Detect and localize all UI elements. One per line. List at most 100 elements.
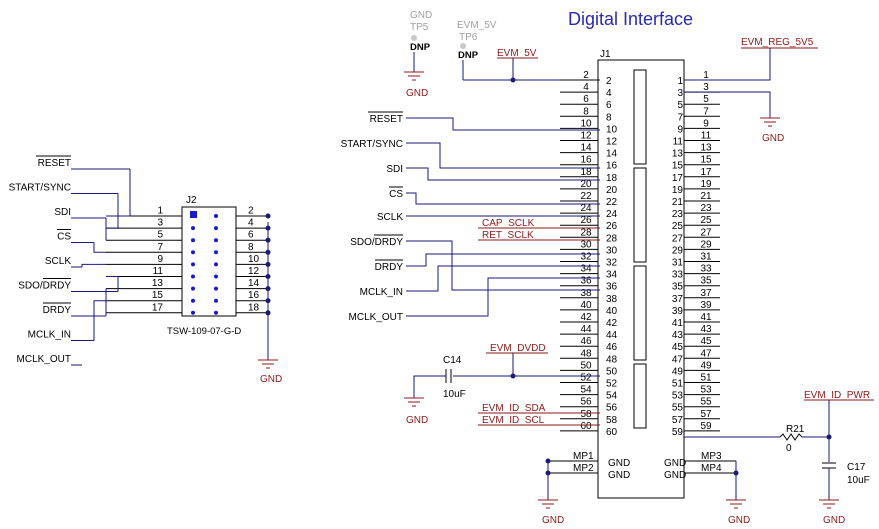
j1-pin-inner-14: 14: [606, 149, 618, 160]
evm-id-pwr-net: EVM_ID_PWR R21 0 C17 10uF: [684, 390, 874, 500]
j2-pad-17: [191, 310, 195, 315]
j1-pin-inner-31: 31: [672, 258, 684, 269]
j2-pad-12: [214, 274, 218, 279]
j1-pin-inner-9: 9: [677, 124, 683, 135]
j1-pin-inner-60: 60: [606, 427, 618, 438]
j1-pin-outer-24: 24: [580, 203, 592, 214]
j1-pin-outer-35: 35: [700, 276, 712, 287]
j1-pin-outer-36: 36: [580, 276, 592, 287]
j2-signal-drdy: DRDY: [43, 305, 72, 316]
j1-pin-inner-28: 28: [606, 233, 618, 244]
j1-pin-outer-12: 12: [580, 131, 592, 142]
j1-pin-inner-6: 6: [606, 100, 612, 111]
j1-signal-mclk-in: MCLK_IN: [360, 287, 403, 298]
j1-pin-inner-30: 30: [606, 245, 618, 256]
j2-signal-mclk-in: MCLK_IN: [28, 330, 71, 341]
j1-signal-drdy: DRDY: [375, 262, 404, 273]
j1-odd-pins: 1133557799111113131515171719192121232325…: [672, 70, 720, 438]
j1-pin-outer-44: 44: [580, 324, 592, 335]
gnd-j2-label: GND: [260, 374, 282, 385]
j1-pin-outer-17: 17: [700, 167, 712, 178]
j1-pin-outer-41: 41: [700, 312, 712, 323]
evm-id-bus: EVM_ID_SDA EVM_ID_SCL: [478, 403, 600, 426]
j2-part-number: TSW-109-07-G-D: [167, 326, 241, 337]
j2-pin-number-13: 13: [152, 278, 164, 289]
gnd-j1-pin3: GND: [760, 117, 784, 144]
j2-signal-wires: [71, 168, 131, 366]
j1-pin-inner-35: 35: [672, 282, 684, 293]
j2-pin1-marker: [190, 211, 197, 218]
j1-mp2: MP2: [573, 463, 594, 474]
j1-signal-sdo-drdy: SDO/DRDY: [350, 237, 403, 248]
net-evm-id-pwr: EVM_ID_PWR: [804, 390, 870, 401]
j1-pin-outer-3: 3: [703, 82, 709, 93]
j2-signal-labels: RESETSTART/SYNCSDICSSCLKSDO/DRDYDRDYMCLK…: [9, 155, 72, 365]
gnd-j2: GND: [258, 359, 282, 385]
j1-pin-inner-21: 21: [672, 197, 684, 208]
j1-pin-inner-19: 19: [672, 185, 684, 196]
j1-pin-inner-40: 40: [606, 306, 618, 317]
c17-ref: C17: [847, 462, 866, 473]
j1-mp4: MP4: [701, 463, 722, 474]
j2-pad-8: [214, 250, 218, 255]
j1-pin-inner-3: 3: [677, 88, 683, 99]
j1-pin-outer-21: 21: [700, 191, 712, 202]
j1-pin-inner-58: 58: [606, 415, 618, 426]
j2-pin-number-14: 14: [248, 278, 260, 289]
j2-pin-number-17: 17: [152, 302, 164, 313]
j1-pin-inner-25: 25: [672, 221, 684, 232]
j2-pin-number-16: 16: [248, 290, 260, 301]
net-evm-reg-5v5: EVM_REG_5V5: [741, 37, 814, 48]
j1-signal-cs: CS: [389, 189, 403, 200]
j1-body: [597, 59, 685, 499]
j1-pin-outer-60: 60: [580, 421, 592, 432]
j2-pad-7: [191, 250, 195, 255]
net-evm-id-sda: EVM_ID_SDA: [482, 403, 546, 414]
evm-dvdd-net: EVM_DVDD: [453, 343, 600, 379]
j1-pin-outer-47: 47: [700, 348, 712, 359]
tp6-ref: TP6: [459, 32, 478, 43]
net-evm-dvdd: EVM_DVDD: [490, 343, 546, 354]
j1-pin-outer-52: 52: [580, 373, 592, 384]
net-evm-id-scl: EVM_ID_SCL: [482, 415, 545, 426]
j1-pin-inner-42: 42: [606, 318, 618, 329]
j2-pad-16: [214, 298, 218, 303]
j1-pin-inner-38: 38: [606, 294, 618, 305]
j2-pin-number-9: 9: [157, 254, 163, 265]
j1-pin-inner-13: 13: [672, 149, 684, 160]
j1-pin-outer-7: 7: [703, 106, 709, 117]
j2-pin-number-10: 10: [248, 254, 260, 265]
j1-pin-outer-42: 42: [580, 312, 592, 323]
j1-pin-inner-12: 12: [606, 137, 618, 148]
j1-pin-inner-27: 27: [672, 233, 684, 244]
j1-pin-inner-23: 23: [672, 209, 684, 220]
j1-pin-outer-49: 49: [700, 360, 712, 371]
j1-inner-segment-4: [633, 363, 647, 429]
j1-pin-outer-23: 23: [700, 203, 712, 214]
j1-pin-outer-39: 39: [700, 300, 712, 311]
j1-pin3-gnd-wire: [684, 91, 771, 118]
c14-value: 10uF: [443, 389, 466, 400]
j2-pin-number-2: 2: [248, 206, 254, 217]
j1-pin-inner-11: 11: [673, 137, 684, 148]
j1-pin-inner-2: 2: [606, 76, 612, 87]
gnd-c14: GND: [404, 397, 428, 426]
gnd-j1-mp-left: GND: [538, 499, 564, 526]
tp6-pad: [460, 43, 466, 49]
j1-pin-inner-18: 18: [606, 173, 618, 184]
j1-pin-inner-53: 53: [672, 391, 684, 402]
j1-even-pins: 2244668810101212141416161818202022222424…: [560, 70, 618, 438]
j1-pin-inner-8: 8: [606, 112, 612, 123]
j2-pad-2: [214, 214, 218, 218]
j1-pin-inner-44: 44: [606, 330, 618, 341]
gnd-c14-label: GND: [406, 415, 428, 426]
j1-pin-outer-40: 40: [580, 300, 592, 311]
j1-pin-inner-55: 55: [672, 403, 684, 414]
j2-pad-13: [191, 286, 195, 291]
gnd-tp5: GND: [404, 71, 428, 99]
j1-pin-outer-25: 25: [700, 215, 712, 226]
j1-pin-inner-4: 4: [606, 88, 612, 99]
j2-pin-number-12: 12: [248, 266, 260, 277]
j1-pin-outer-22: 22: [580, 191, 592, 202]
